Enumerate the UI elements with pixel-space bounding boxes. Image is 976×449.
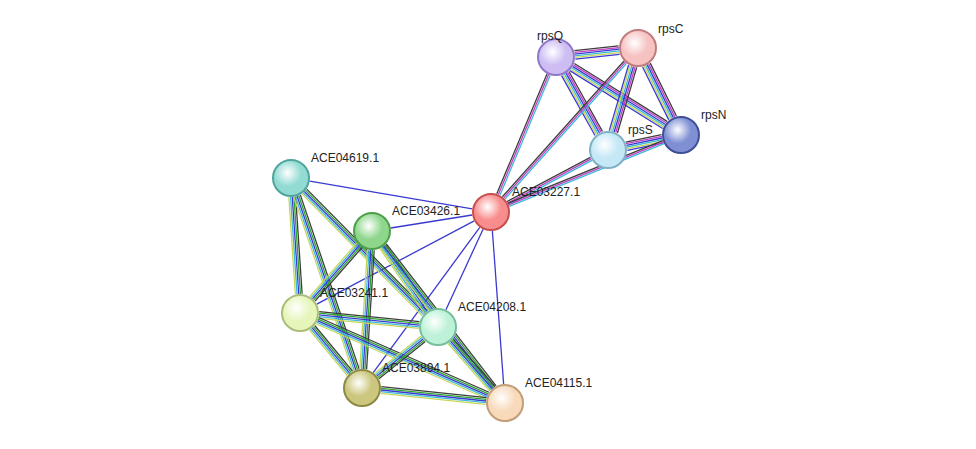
interaction-edge (508, 141, 664, 207)
protein-node: rpsQ (537, 38, 575, 76)
evidence-line (448, 344, 490, 391)
node-label: ACE03426.1 (392, 204, 460, 218)
evidence-line (504, 62, 626, 198)
evidence-line (614, 66, 633, 132)
evidence-line (643, 67, 669, 120)
evidence-line (360, 250, 368, 369)
node-label: ACE04619.1 (311, 151, 379, 165)
node-label: rpsC (658, 22, 683, 36)
interaction-edge (643, 63, 677, 120)
evidence-line (646, 65, 672, 118)
evidence-line (452, 340, 494, 387)
interaction-edge (502, 61, 626, 199)
evidence-line (508, 159, 591, 203)
evidence-line (289, 197, 295, 294)
evidence-line (381, 392, 486, 403)
evidence-line (363, 250, 371, 369)
evidence-line (446, 229, 483, 309)
protein-node: rpsS (589, 131, 627, 169)
protein-node: ACE04115.1 (486, 384, 524, 422)
interaction-edge (381, 387, 487, 405)
node-label: ACE03894.1 (382, 361, 450, 375)
evidence-line (647, 65, 673, 118)
node-label: ACE03241.1 (320, 286, 388, 300)
interaction-edge (507, 157, 592, 204)
evidence-line (649, 64, 675, 117)
protein-node: ACE04208.1 (419, 308, 457, 346)
node-label: ACE03227.1 (512, 185, 580, 199)
protein-node: ACE03426.1 (353, 212, 391, 250)
evidence-line (644, 66, 670, 119)
evidence-line (295, 197, 354, 371)
node-label: ACE04208.1 (458, 300, 526, 314)
evidence-line (381, 393, 486, 404)
protein-node: rpsN (662, 116, 700, 154)
protein-node: rpsC (619, 29, 657, 67)
evidence-line (449, 342, 491, 389)
evidence-line (507, 157, 590, 201)
evidence-line (319, 317, 419, 327)
protein-node: ACE04619.1 (272, 159, 310, 197)
evidence-line (505, 63, 627, 199)
evidence-line (562, 76, 595, 136)
evidence-line (380, 249, 424, 314)
protein-node: ACE03894.1 (343, 369, 381, 407)
interaction-edge (446, 229, 483, 309)
evidence-line (575, 54, 619, 59)
evidence-line (508, 141, 663, 204)
evidence-line (453, 339, 495, 386)
protein-node: ACE03227.1 (472, 193, 510, 231)
evidence-line (509, 160, 592, 204)
node-label: rpsQ (537, 29, 563, 43)
evidence-line (309, 330, 347, 376)
evidence-line (362, 250, 370, 369)
evidence-line (509, 142, 664, 205)
evidence-line (316, 324, 486, 399)
node-label: rpsS (628, 123, 653, 137)
interaction-edge (381, 244, 496, 390)
interaction-edge (574, 46, 619, 59)
node-label: rpsN (701, 108, 726, 122)
node-label: ACE04115.1 (525, 376, 592, 390)
evidence-line (509, 144, 664, 207)
interaction-edge (448, 339, 495, 391)
evidence-line (451, 341, 493, 388)
interaction-edge (360, 250, 374, 370)
protein-node: ACE03241.1 (281, 294, 319, 332)
interaction-edge (497, 74, 550, 195)
